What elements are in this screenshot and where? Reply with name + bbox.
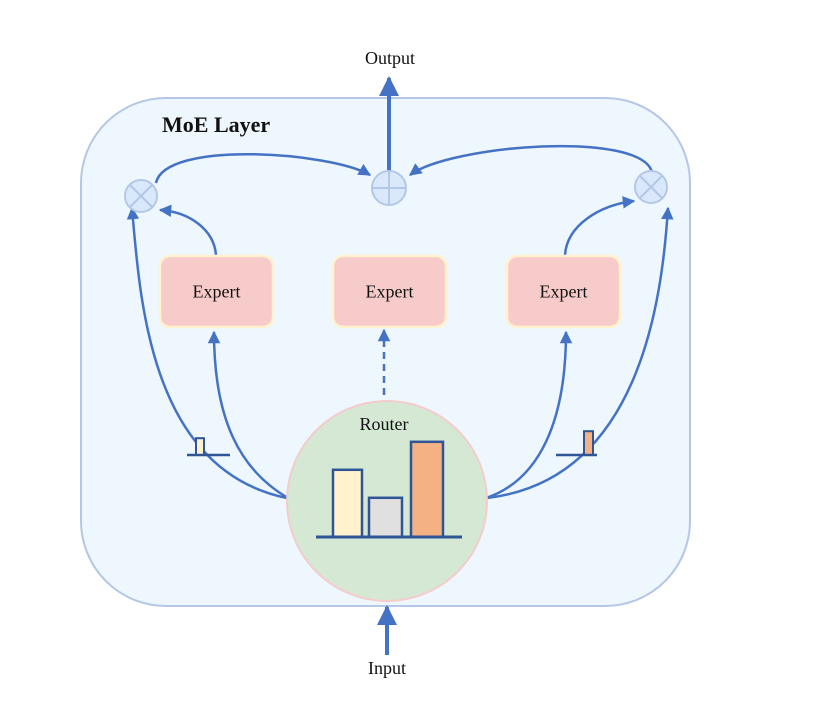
right-multiply-icon xyxy=(634,170,668,204)
left-multiply-icon xyxy=(124,179,158,213)
expert-box: Expert xyxy=(505,254,622,329)
router-label: Router xyxy=(360,414,409,434)
input-label: Input xyxy=(368,658,406,678)
output-label: Output xyxy=(365,48,415,68)
expert-box: Expert xyxy=(331,254,448,329)
right-expert-to-product-arrow xyxy=(563,196,636,256)
left-gate-weight-bar xyxy=(195,437,205,457)
right-gate-weight-bar xyxy=(583,430,594,457)
layer-title: MoE Layer xyxy=(162,112,270,137)
router-score-bar xyxy=(409,440,445,539)
expert-label: Expert xyxy=(366,282,414,302)
router-to-left-expert-arrow xyxy=(207,330,289,500)
left-product-to-sum-arrow xyxy=(154,153,372,184)
left-expert-to-product-arrow xyxy=(158,204,218,256)
expert-label: Expert xyxy=(193,282,241,302)
expert-label: Expert xyxy=(540,282,588,302)
router-to-right-product-arrow xyxy=(486,206,674,500)
gate-weights xyxy=(187,430,597,457)
router-to-right-expert-arrow xyxy=(485,330,573,500)
right-product-to-sum-arrow xyxy=(408,144,654,177)
router-to-left-product-arrow xyxy=(126,206,288,500)
router-score-bar xyxy=(331,468,364,539)
router-score-bar xyxy=(367,496,404,539)
router-score-bars xyxy=(331,440,445,539)
experts: Expert Expert Expert xyxy=(158,254,622,329)
expert-box: Expert xyxy=(158,254,275,329)
sum-icon xyxy=(371,170,407,206)
